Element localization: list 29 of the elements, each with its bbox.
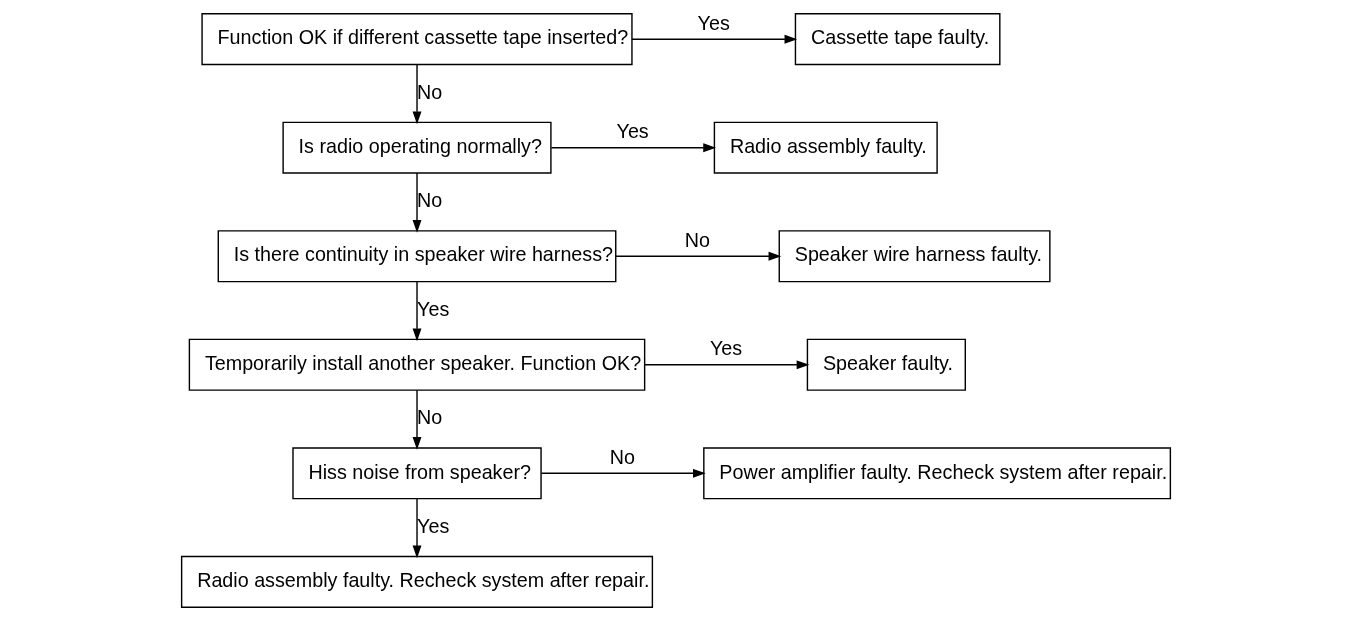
node-box: Is radio operating normally? — [281, 121, 552, 174]
node-box: Speaker faulty. — [806, 338, 966, 391]
arrow — [614, 251, 781, 261]
node-box: Radio assembly faulty. — [713, 121, 938, 174]
arrow — [643, 360, 809, 370]
node-box: Hiss noise from speaker? — [291, 447, 542, 500]
arrow — [550, 143, 716, 153]
node-box: Temporarily install another speaker. Function OK? — [188, 338, 645, 391]
node-box: Cassette tape faulty. — [794, 13, 1001, 66]
arrow — [412, 389, 421, 450]
edge-label: No — [416, 189, 442, 212]
node-box: Speaker wire harness faulty. — [778, 230, 1051, 283]
edge-label: No — [684, 228, 710, 251]
edge-label: No — [416, 406, 442, 429]
node-box: Function OK if different cassette tape inserted? — [200, 13, 633, 66]
edge-label: Yes — [616, 120, 649, 143]
arrow — [630, 34, 797, 44]
arrow — [412, 280, 421, 342]
arrow — [412, 172, 421, 233]
edge-label: Yes — [709, 337, 742, 360]
node-box: Radio assembly faulty. Recheck system after repair. — [180, 555, 653, 608]
arrow — [412, 63, 421, 125]
edge-label: Yes — [697, 11, 730, 34]
arrow — [540, 468, 706, 478]
edge-label: No — [609, 445, 635, 468]
node-box: Power amplifier faulty. Recheck system after repair. — [702, 447, 1171, 500]
arrow — [412, 498, 421, 559]
edge-label: No — [416, 80, 442, 103]
node-box: Is there continuity in speaker wire harness? — [217, 230, 616, 283]
